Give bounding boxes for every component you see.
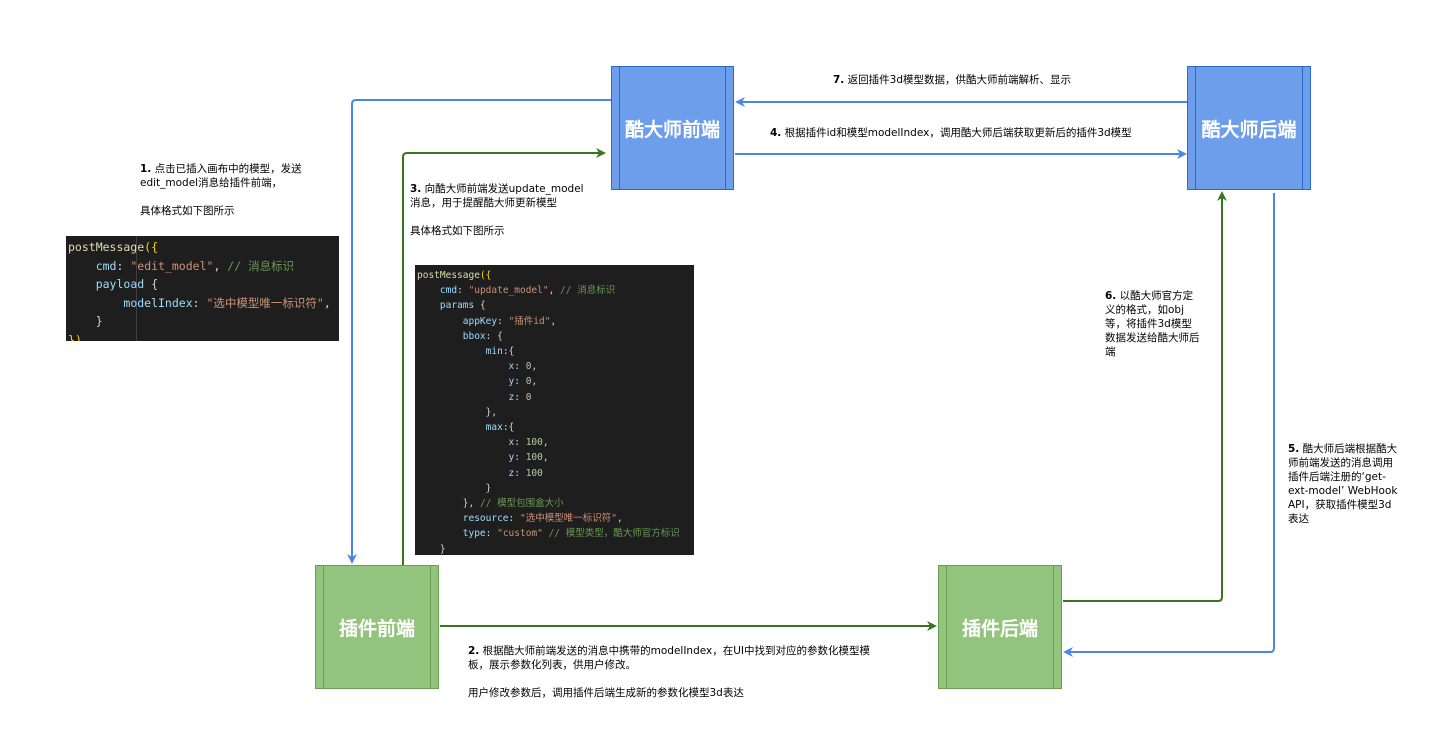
label-step7: 7. 返回插件3d模型数据，供酷大师前端解析、显示 [833,74,1071,86]
node-plugin-back[interactable]: 插件后端 [938,565,1062,689]
code-block-edit-model: postMessage({ cmd: "edit_model", // 消息标识… [66,236,339,341]
label-step2: 2. 根据酷大师前端发送的消息中携带的modelIndex，在UI中找到对应的参… [468,645,871,699]
node-kds-front-label: 酷大师前端 [624,118,720,141]
label-step1: 1. 点击已插入画布中的模型，发送 edit_model消息给插件前端， 具体格… [140,163,302,217]
node-plugin-front-label: 插件前端 [338,617,415,640]
edge-step6 [1063,191,1227,602]
edge-step5 [1063,193,1275,657]
label-step4: 4. 根据插件id和模型modelIndex，调用酷大师后端获取更新后的插件3d… [770,127,1132,139]
code-block-update-model: postMessage({ cmd: "update_model", // 消息… [415,265,694,555]
node-kds-back[interactable]: 酷大师后端 [1187,66,1311,190]
edge-step3 [402,148,606,565]
node-kds-back-label: 酷大师后端 [1201,118,1297,141]
label-step3: 3. 向酷大师前端发送update_model 消息，用于提醒酷大师更新模型 具… [410,183,584,237]
node-plugin-front[interactable]: 插件前端 [315,565,439,689]
node-plugin-back-label: 插件后端 [961,617,1038,640]
edge-step1 [347,99,611,564]
label-step5: 5. 酷大师后端根据酷大 师前端发送的消息调用 插件后端注册的‘get- ext… [1288,443,1398,525]
label-step6: 6. 以酷大师官方定 义的格式，如obj 等，将插件3d模型 数据发送给酷大师后… [1105,290,1200,358]
node-kds-front[interactable]: 酷大师前端 [611,66,734,190]
